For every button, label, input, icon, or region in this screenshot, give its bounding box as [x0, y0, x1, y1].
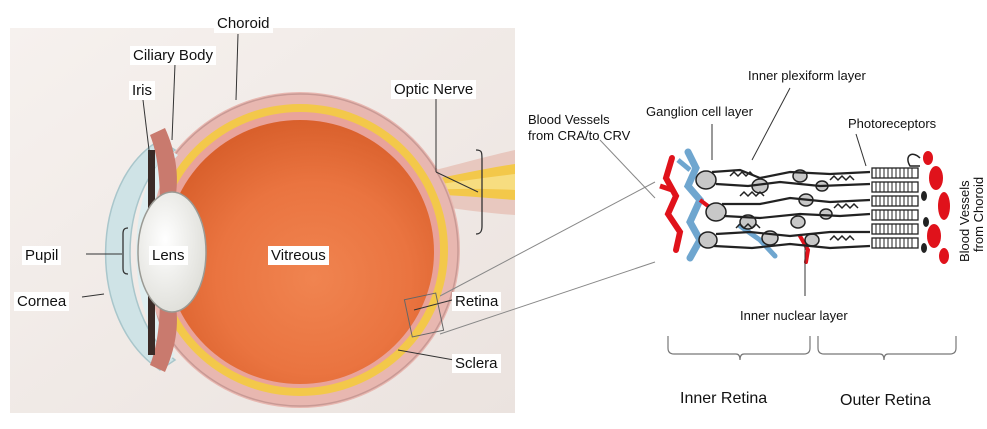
pupil-label: Pupil — [22, 246, 61, 265]
choroid-label: Choroid — [214, 14, 273, 33]
retina-label: Retina — [452, 292, 501, 311]
blood-vessels-choroid-label-line1: Blood Vessels — [958, 180, 972, 262]
vitreous-label: Vitreous — [268, 246, 329, 265]
lens-label: Lens — [149, 246, 188, 265]
blood-vessels-cra-label-line1: Blood Vessels — [528, 112, 610, 128]
blood-vessels-cra-label-line2: from CRA/to CRV — [528, 128, 630, 144]
iris-label: Iris — [129, 81, 155, 100]
inner-retina-bracket — [668, 336, 810, 360]
blood-vessels-choroid-label-line2: from Choroid — [972, 177, 986, 252]
outer-retina-bracket — [818, 336, 956, 360]
inner-nuclear-layer-label: Inner nuclear layer — [740, 308, 848, 324]
sclera-label: Sclera — [452, 354, 501, 373]
optic-nerve-label: Optic Nerve — [391, 80, 476, 99]
ciliary-body-label: Ciliary Body — [130, 46, 216, 65]
inner-plexiform-layer-label: Inner plexiform layer — [748, 68, 866, 84]
ganglion-cell-layer-label: Ganglion cell layer — [646, 104, 753, 120]
cornea-label: Cornea — [14, 292, 69, 311]
outer-retina-label: Outer Retina — [840, 392, 931, 409]
inner-retina-label: Inner Retina — [680, 390, 767, 407]
photoreceptors-label: Photoreceptors — [848, 116, 936, 132]
